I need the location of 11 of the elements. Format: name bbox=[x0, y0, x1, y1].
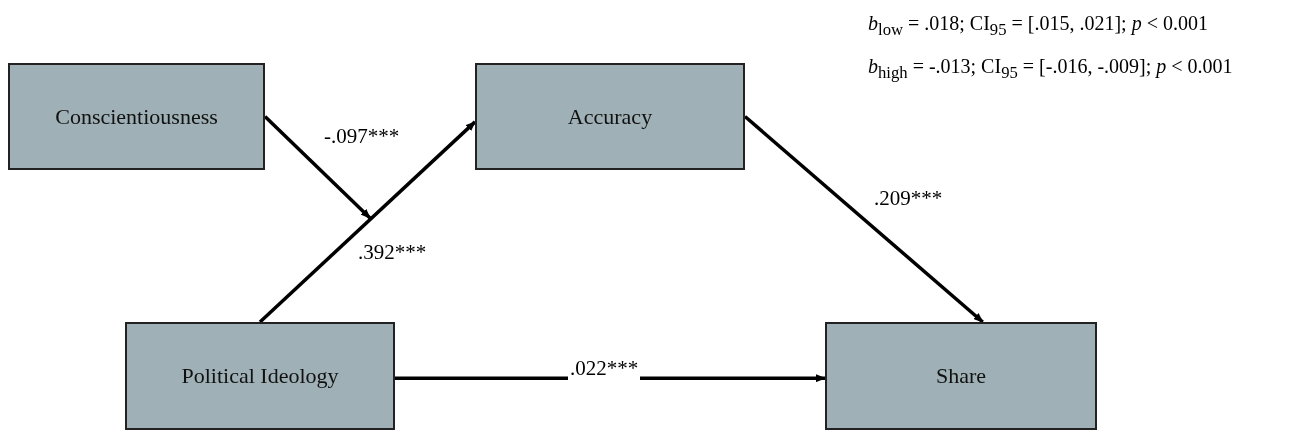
variable-box bbox=[475, 63, 745, 170]
variable-box bbox=[825, 322, 1097, 430]
variable-box bbox=[8, 63, 265, 170]
variable-name: Share bbox=[935, 363, 987, 389]
variable-box bbox=[125, 322, 395, 430]
path-arrow bbox=[258, 120, 477, 324]
statistics-note: b$_{low}$ = .018; CI$_{95}$ = [.015, .021]; p < 0.001 bbox=[868, 12, 1208, 40]
variable-name: Accuracy bbox=[567, 103, 653, 130]
variable-name: Conscientiousness bbox=[55, 103, 218, 130]
variable-name: Political Ideology bbox=[181, 363, 339, 389]
statistics-note: b$_{high}$ = -.013; CI$_{95}$ = [-.016, -.009]; p < 0.001 bbox=[868, 55, 1233, 83]
